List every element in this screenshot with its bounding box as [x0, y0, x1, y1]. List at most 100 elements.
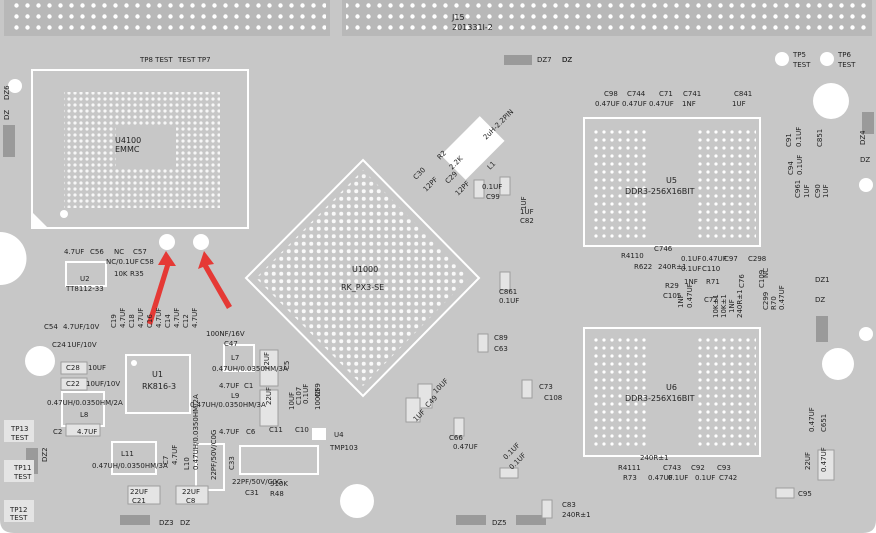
ram2-pins-right — [696, 336, 756, 448]
silkscreen-label: C21 — [132, 497, 146, 505]
silkscreen-label: NC/0.1UF — [106, 258, 139, 266]
silkscreen-label: 4.7UF — [119, 308, 127, 328]
silkscreen-label: C33 — [228, 456, 236, 470]
silkscreen-label: C98 — [604, 90, 618, 98]
silkscreen-label: 10K±1 — [720, 294, 728, 318]
silkscreen-label: C58 — [140, 258, 154, 266]
silkscreen-label: 1UF — [520, 196, 528, 210]
silkscreen-label: 22PF/50V/C0G — [232, 478, 282, 486]
capacitor — [60, 377, 88, 391]
silkscreen-label: NC — [762, 268, 770, 278]
silkscreen-label: 4.7UF — [191, 308, 199, 328]
silkscreen-label: L10 — [183, 457, 191, 470]
silkscreen-label: 0.47UF — [595, 100, 620, 108]
mounting-hole — [813, 83, 849, 119]
silkscreen-label: 4.7UF/10V — [63, 323, 100, 331]
silkscreen-label: 1NF — [682, 100, 696, 108]
silkscreen-label: C12 — [182, 314, 190, 328]
emmc-corner-mark — [32, 212, 48, 228]
silkscreen-label: C110 — [702, 265, 720, 273]
silkscreen-label: DZ — [180, 519, 190, 527]
pmic-outline — [125, 354, 191, 414]
silkscreen-label: R35 — [130, 270, 144, 278]
silkscreen-label: C18 — [128, 314, 136, 328]
silkscreen-label: DZ3 — [159, 519, 174, 527]
capacitor — [60, 361, 88, 375]
silkscreen-label: R4111 — [618, 464, 641, 472]
zener-pad — [3, 125, 15, 157]
header-right-pins — [346, 2, 868, 34]
chip — [473, 179, 485, 199]
emmc-pin-gap — [116, 126, 176, 168]
silkscreen-label: 0.1UF — [795, 127, 803, 147]
silkscreen-label: L7 — [231, 354, 239, 362]
chip — [477, 333, 489, 353]
silkscreen-label: 22UF — [263, 352, 271, 370]
ram2-ref: U6 — [666, 383, 677, 392]
silkscreen-label: 4.7UF — [64, 248, 84, 256]
silkscreen-label: TEST — [10, 434, 29, 442]
pmic-label: RK816-3 — [142, 382, 176, 391]
silkscreen-label: TP8 TEST — [139, 56, 173, 64]
silkscreen-label: C22 — [66, 380, 80, 388]
crystal-body — [239, 445, 319, 475]
ram2-label: DDR3-256X16BIT — [625, 394, 695, 403]
silkscreen-label: C94 — [787, 161, 795, 175]
silkscreen-label: C11 — [269, 426, 283, 434]
silkscreen-label: 0.1UF — [796, 155, 804, 175]
mounting-hole — [822, 348, 854, 380]
silkscreen-label: C961 — [794, 180, 802, 198]
silkscreen-label: C2 — [53, 428, 62, 436]
ram1-outline — [583, 117, 761, 247]
silkscreen-label: C5 — [283, 361, 291, 370]
silkscreen-label: 4.7UF — [137, 308, 145, 328]
silkscreen-label: 10K±1 — [712, 294, 720, 318]
silkscreen-label: DZ1 — [815, 276, 830, 284]
silkscreen-label: DZ7 — [537, 56, 552, 64]
silkscreen-label: C31 — [245, 489, 259, 497]
test-pad — [775, 52, 789, 66]
silkscreen-label: TEST — [9, 514, 28, 522]
silkscreen-label: 0.47UF — [622, 100, 647, 108]
silkscreen-label: C73 — [539, 383, 553, 391]
silkscreen-label: 0.47UF — [649, 100, 674, 108]
silkscreen-label: C10 — [295, 426, 309, 434]
zener-pad — [456, 515, 486, 525]
soc-label: RK_PX3-SE — [341, 283, 384, 292]
silkscreen-label: L1 — [486, 160, 498, 172]
silkscreen-label: DZ6 — [3, 85, 11, 100]
capacitor — [259, 349, 279, 387]
ram1-pins-right — [696, 126, 756, 238]
silkscreen-label: C7 — [162, 456, 170, 465]
silkscreen-label: C28 — [66, 364, 80, 372]
silkscreen-label: C744 — [627, 90, 646, 98]
regulator-u2 — [65, 261, 107, 287]
chip — [405, 397, 421, 423]
silkscreen-label: C16 — [146, 314, 154, 328]
chip — [541, 499, 553, 519]
silkscreen-label: 1NF — [677, 294, 685, 308]
silkscreen-label: 0.47UF — [778, 285, 786, 310]
annotation-arrow — [147, 251, 176, 325]
silkscreen-label: C105 — [663, 292, 681, 300]
silkscreen-label: C76 — [738, 274, 746, 288]
test-pad — [193, 234, 209, 250]
silkscreen-label: 4.7UF — [219, 428, 239, 436]
silkscreen-label: 0.1UF — [482, 183, 502, 191]
soc-ref: U1000 — [352, 265, 378, 274]
silkscreen-label: TMP103 — [329, 444, 358, 452]
silkscreen-label: 0.47UH/0.0350HM/3A — [212, 365, 288, 373]
header-part: 201331I-2 — [452, 23, 493, 32]
silkscreen-label: 100NF — [314, 387, 322, 410]
silkscreen-label: C107 — [295, 387, 303, 405]
silkscreen-label: C851 — [816, 129, 824, 147]
silkscreen-label: C742 — [719, 474, 737, 482]
inductor — [111, 441, 157, 475]
ram1-ref: U5 — [666, 176, 677, 185]
silkscreen-label: 22UF — [130, 488, 148, 496]
silkscreen-label: 1UF — [822, 184, 830, 198]
silkscreen-label: 22PF/50V/C0G — [210, 430, 218, 480]
chip — [499, 176, 511, 196]
